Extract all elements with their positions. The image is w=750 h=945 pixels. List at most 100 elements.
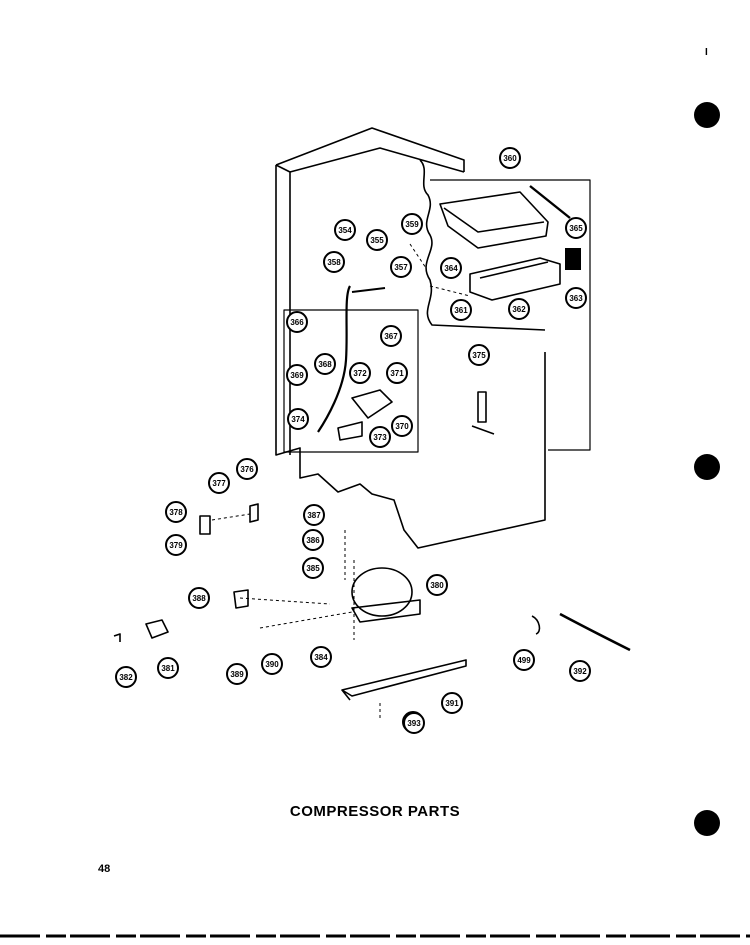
page-number: 48	[98, 863, 111, 875]
bracket	[337, 421, 363, 441]
callout-circle	[236, 458, 258, 480]
callout-label: 393	[407, 719, 421, 728]
callout-386: 386	[302, 529, 324, 551]
callout-circle	[165, 501, 187, 523]
callout-354: 354	[334, 219, 356, 241]
callout-label: 376	[240, 465, 254, 474]
callout-circle	[426, 574, 448, 596]
callout-499: 499	[513, 649, 535, 671]
callout-367: 367	[380, 325, 402, 347]
callout-circle	[468, 344, 490, 366]
callout-label: 389	[230, 670, 244, 679]
callout-label: 377	[212, 479, 226, 488]
callout-circle	[334, 219, 356, 241]
callout-circle	[286, 311, 308, 333]
control-body	[351, 389, 393, 419]
callout-label: 367	[384, 332, 398, 341]
callout-label: 386	[306, 536, 320, 545]
callout-circle	[450, 299, 472, 321]
callout-circle	[369, 426, 391, 448]
callout-368: 368	[314, 353, 336, 375]
callout-366: 366	[286, 311, 308, 333]
capacitor	[199, 515, 211, 535]
callout-label: 371	[390, 369, 404, 378]
scan-edge	[0, 934, 750, 938]
callout-label: 388	[192, 594, 206, 603]
callout-label: 385	[306, 564, 320, 573]
callout-389: 389	[226, 663, 248, 685]
callout-circle	[302, 557, 324, 579]
callout-circle	[386, 362, 408, 384]
callout-circle	[513, 649, 535, 671]
callout-370: 370	[391, 415, 413, 437]
valve	[471, 391, 495, 435]
callout-circle	[157, 657, 179, 679]
leader-lines	[211, 243, 471, 718]
callout-387: 387	[303, 504, 325, 526]
callout-374: 374	[287, 408, 309, 430]
callout-label: 355	[370, 236, 384, 245]
callout-364: 364	[440, 257, 462, 279]
binder-hole-bottom	[694, 810, 720, 836]
callout-373: 373	[369, 426, 391, 448]
callout-circle	[403, 712, 425, 734]
callout-392: 392	[569, 660, 591, 682]
callout-393: 393	[403, 712, 425, 734]
callout-circle	[565, 287, 587, 309]
power-cord	[559, 612, 631, 652]
clip	[249, 503, 259, 523]
callout-label: 369	[290, 371, 304, 380]
callout-circle	[508, 298, 530, 320]
cabinet-top-edge	[289, 147, 465, 173]
callout-label: 363	[569, 294, 583, 303]
callout-label: 390	[265, 660, 279, 669]
callout-357: 357	[390, 256, 412, 278]
callout-label: 381	[161, 664, 175, 673]
callout-361: 361	[450, 299, 472, 321]
callout-label: 364	[444, 264, 458, 273]
callout-circle	[314, 353, 336, 375]
cabinet-outline	[275, 127, 546, 549]
callout-label: 392	[573, 667, 587, 676]
callout-label: 360	[503, 154, 517, 163]
callout-label: 391	[445, 699, 459, 708]
callout-circle	[569, 660, 591, 682]
binder-hole-middle	[694, 454, 720, 480]
callout-circle	[115, 666, 137, 688]
cabinet-wavy-divider	[419, 159, 546, 331]
callout-369: 369	[286, 364, 308, 386]
callout-label: 357	[394, 263, 408, 272]
callout-371: 371	[386, 362, 408, 384]
callout-378: 378	[165, 501, 187, 523]
callout-label: 366	[290, 318, 304, 327]
relay	[145, 619, 169, 639]
callout-label: 358	[327, 258, 341, 267]
callout-label: 361	[454, 306, 468, 315]
callout-circle	[261, 653, 283, 675]
binder-hole-top	[694, 102, 720, 128]
tube	[317, 285, 352, 433]
callout-label: 374	[291, 415, 305, 424]
callout-381: 381	[157, 657, 179, 679]
callout-circle	[303, 504, 325, 526]
callout-355: 355	[366, 229, 388, 251]
callout-380: 380	[426, 574, 448, 596]
callout-391: 391	[441, 692, 463, 714]
callout-circle	[165, 534, 187, 556]
callout-382: 382	[115, 666, 137, 688]
callout-label: 362	[512, 305, 526, 314]
callout-360: 360	[499, 147, 521, 169]
icemaker-box	[430, 179, 591, 451]
rail	[529, 185, 571, 219]
compressor-body	[351, 567, 413, 617]
compressor-base	[351, 599, 421, 623]
callout-circle	[380, 325, 402, 347]
callout-circle	[499, 147, 521, 169]
callout-circle	[287, 408, 309, 430]
callout-377: 377	[208, 472, 230, 494]
card	[565, 248, 581, 270]
callout-359: 359	[401, 213, 423, 235]
callout-label: 365	[569, 224, 583, 233]
callout-circle	[226, 663, 248, 685]
